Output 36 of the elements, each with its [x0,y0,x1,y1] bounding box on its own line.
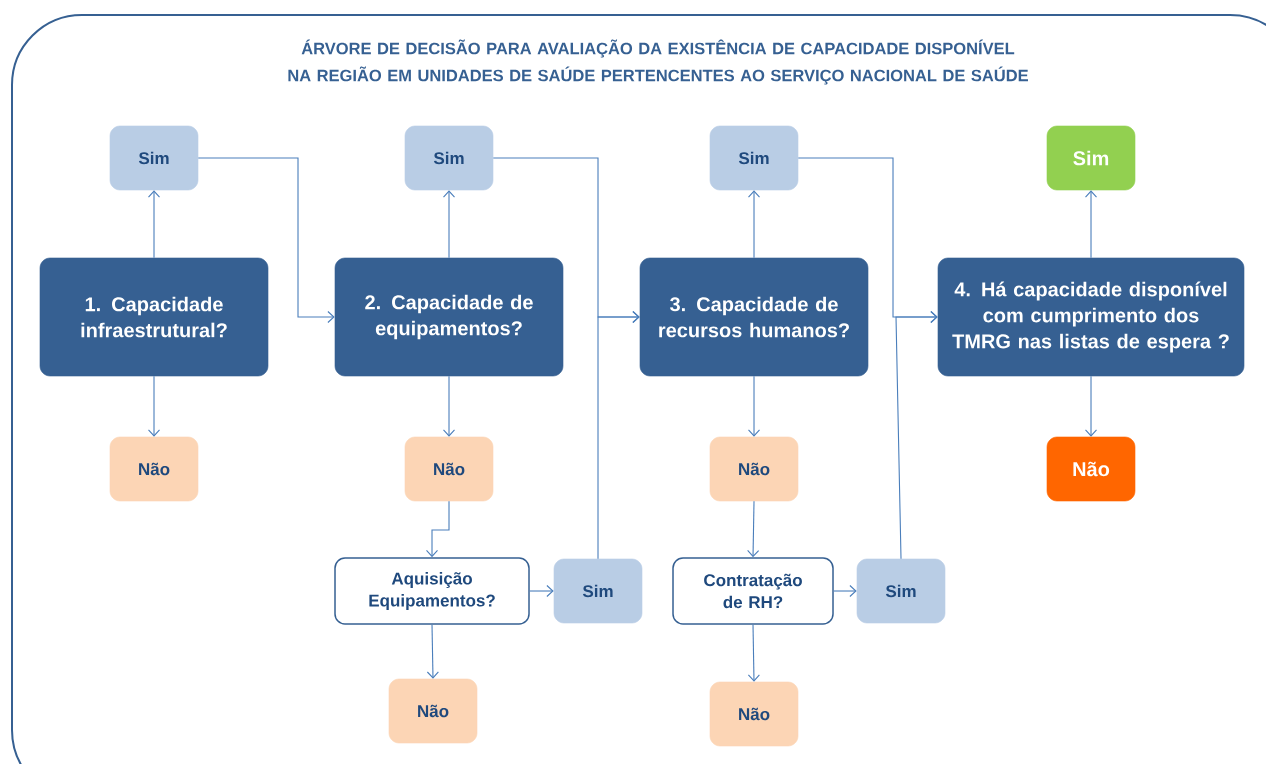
arrow [747,190,761,259]
question-box: 2. Capacidade de equipamentos? [334,257,564,377]
arrow [597,310,640,560]
answer-box: Não [1046,436,1136,502]
arrow [833,584,857,598]
arrow [895,310,938,560]
arrow [442,375,456,437]
answer-box: Sim [856,558,946,624]
arrow [426,624,439,679]
arrow [442,190,456,259]
arrow [197,157,335,324]
question-box: 1. Capacidade infraestrutural? [39,257,269,377]
arrow [529,584,554,598]
answer-box: Sim [109,125,199,191]
answer-box: Sim [404,125,494,191]
arrow [1084,375,1098,437]
question-box: Aquisição Equipamentos? [334,557,530,625]
arrow [747,624,760,682]
answer-box: Sim [553,558,643,624]
answer-box: Sim [1046,125,1136,191]
answer-box: Não [709,436,799,502]
arrow [147,190,161,259]
answer-box: Não [404,436,494,502]
arrow [425,500,450,558]
arrow [147,375,161,437]
arrow [1084,190,1098,259]
arrow [747,375,761,437]
title: ÁRVORE DE DECISÃO PARA AVALIAÇÃO DA EXISTÊNCIA DE CAPACIDADE DISPONÍVEL NA REGIÃO EM UNIDADES DE SAÚDE PERTENCENTES AO SERVIÇO NACIONAL DE SAÚDE [288,39,1028,85]
answer-box: Não [388,678,478,744]
arrow [747,500,760,558]
question-box: 3. Capacidade de recursos humanos? [639,257,869,377]
question-box: 4. Há capacidade disponível com cumprimento dos TMRG nas listas de espera ? [937,257,1245,377]
answer-box: Sim [709,125,799,191]
answer-box: Não [709,681,799,747]
answer-box: Não [109,436,199,502]
question-box: Contratação de RH? [672,557,834,625]
